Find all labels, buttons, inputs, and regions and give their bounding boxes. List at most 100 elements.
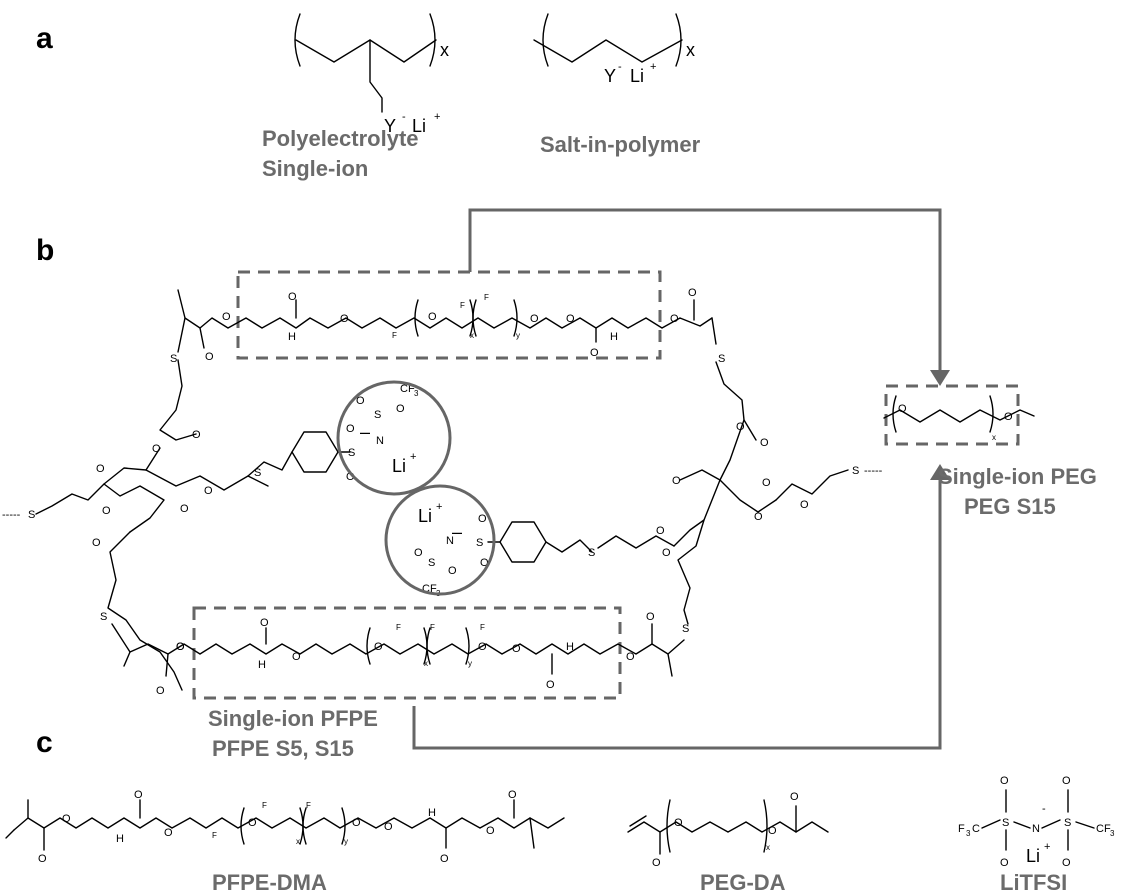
atom-o: O <box>346 423 355 435</box>
atom-o: O <box>96 463 105 475</box>
charge-plus: + <box>410 451 416 463</box>
charge-plus-salt: + <box>650 61 656 73</box>
atom-h: H <box>610 331 618 343</box>
atom-h: H <box>288 331 296 343</box>
caption-peg-s15: PEG S15 <box>964 494 1056 519</box>
right-core: O O O O O O O S ----- O S <box>597 361 883 635</box>
caption-single-ion-peg: Single-ion PEG <box>938 464 1097 489</box>
panel-label-a: a <box>36 22 53 55</box>
phenyl-sulfonyl-top: S S O O N S O O CF 3 Li + – <box>247 383 419 483</box>
arrow-head-bottom <box>930 464 950 480</box>
atom-s: S <box>254 467 261 479</box>
atom-n: N <box>376 435 384 447</box>
atom-cf3: CF <box>1096 823 1111 835</box>
atom-y: Y <box>384 116 396 136</box>
left-core: O O O O O O S ----- O S O O <box>2 317 269 697</box>
atom-f: F <box>396 623 401 632</box>
atom-o: O <box>762 477 771 489</box>
caption-litfsi: LiTFSI <box>1000 870 1067 895</box>
atom-o: O <box>546 679 555 691</box>
chain-continuation: ----- <box>2 509 21 521</box>
atom-o: O <box>176 641 185 653</box>
atom-o: O <box>1000 775 1009 787</box>
atom-s: S <box>1064 817 1071 829</box>
atom-h: H <box>116 833 124 845</box>
atom-li: Li <box>412 116 426 136</box>
subscript-x: x <box>470 331 474 340</box>
chain-continuation: ----- <box>864 465 883 477</box>
atom-o: O <box>134 789 143 801</box>
atom-o: O <box>674 817 683 829</box>
subscript-3: 3 <box>414 389 419 398</box>
atom-o: O <box>1062 775 1071 787</box>
atom-o: O <box>346 471 355 483</box>
atom-s: S <box>100 611 107 623</box>
litfsi-structure: F 3 C S O O N - S O O CF 3 Li + <box>958 775 1115 869</box>
arrow-head-top <box>930 370 950 386</box>
peg-dashed-box <box>884 384 1020 446</box>
anion-circle-top <box>336 380 452 496</box>
subscript-x-salt: x <box>686 40 695 60</box>
arrow-bottom-to-peg <box>412 478 942 750</box>
atom-li: Li <box>392 456 406 476</box>
atom-f: F <box>262 801 267 810</box>
atom-o: O <box>204 485 213 497</box>
atom-o: O <box>566 313 575 325</box>
arrow-top-to-peg <box>468 208 942 372</box>
atom-o: O <box>152 443 161 455</box>
atom-o: O <box>374 641 383 653</box>
atom-f: F <box>306 801 311 810</box>
subscript-3: 3 <box>1110 829 1115 838</box>
atom-o: O <box>790 791 799 803</box>
atom-s: S <box>28 509 35 521</box>
atom-o: O <box>38 853 47 865</box>
caption-salt-in-polymer: Salt-in-polymer <box>540 132 701 157</box>
atom-o: O <box>288 291 297 303</box>
atom-n: N <box>1032 823 1040 835</box>
phenyl-sulfonyl-bottom: Li + – N S O O S O O CF 3 S <box>414 501 595 598</box>
charge-minus: – <box>452 522 462 542</box>
anion-circle-bottom <box>384 484 496 596</box>
atom-f: F <box>430 623 435 632</box>
subscript-x: x <box>424 659 428 668</box>
atom-o: O <box>898 403 907 415</box>
caption-single-ion-text: Single-ion <box>262 156 368 181</box>
atom-o: O <box>754 511 763 523</box>
atom-o: O <box>222 311 231 323</box>
pfpe-top-dashed-box <box>236 270 662 360</box>
atom-li-salt: Li <box>630 66 644 86</box>
atom-o: O <box>352 817 361 829</box>
caption-single-ion-pfpe: Single-ion PFPE <box>208 706 378 731</box>
atom-li: Li <box>418 506 432 526</box>
atom-f: F <box>392 331 397 340</box>
atom-o: O <box>384 821 393 833</box>
atom-o: O <box>626 651 635 663</box>
atom-s: S <box>588 547 595 559</box>
atom-s: S <box>1002 817 1009 829</box>
atom-o: O <box>205 351 214 363</box>
atom-f: F <box>212 831 217 840</box>
peg-structure: O O x <box>883 395 1035 442</box>
caption-polyelectrolyte: Polyelectrolyte <box>262 126 419 151</box>
pfpe-dma-structure: O O H O O O O O O H O O F F F x y <box>5 789 565 865</box>
panel-label-c: c <box>36 726 53 759</box>
charge-minus: - <box>402 111 406 123</box>
atom-f: F <box>460 301 465 310</box>
subscript-x: x <box>992 433 996 442</box>
caption-pfpe-s5-s15: PFPE S5, S15 <box>212 736 354 761</box>
subscript-y: y <box>468 659 472 668</box>
atom-o: O <box>1004 411 1013 423</box>
atom-o: O <box>688 287 697 299</box>
atom-o: O <box>248 817 257 829</box>
atom-o: O <box>164 827 173 839</box>
atom-o: O <box>260 617 269 629</box>
atom-o: O <box>800 499 809 511</box>
atom-f: F <box>484 293 489 302</box>
atom-s: S <box>170 353 177 365</box>
atom-s: S <box>718 353 725 365</box>
atom-o: O <box>292 651 301 663</box>
atom-o: O <box>736 421 745 433</box>
atom-o: O <box>670 313 679 325</box>
atom-y-salt: Y <box>604 66 616 86</box>
